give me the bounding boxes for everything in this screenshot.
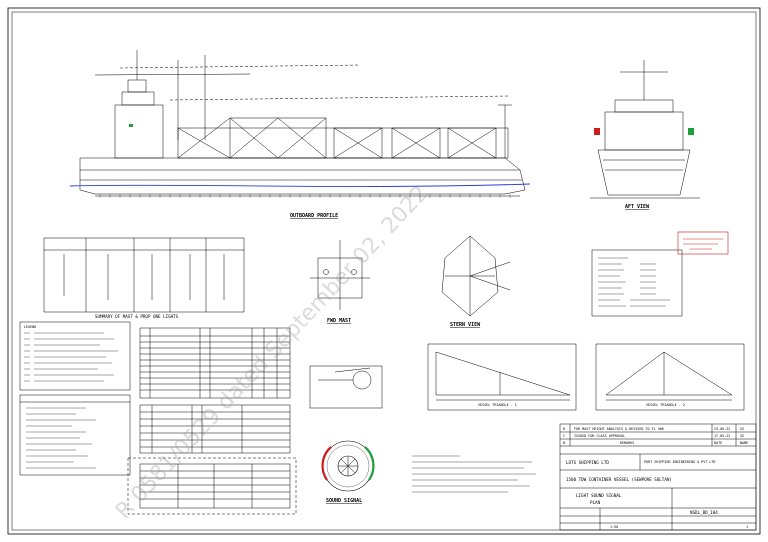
rev-d-by: SS xyxy=(740,427,744,431)
stern-view-caption: STERN VIEW xyxy=(450,322,481,328)
owner-name: LOTS SHIPPING LTD xyxy=(566,460,609,465)
fwd-mast xyxy=(310,240,370,310)
light-schedule-table xyxy=(139,327,291,399)
vessel-triangle-1-caption: VESSEL TRIANGLE - 1 xyxy=(478,403,517,407)
aft-view xyxy=(590,60,700,199)
waterline xyxy=(69,183,531,187)
drawing-scale: 1:50 xyxy=(610,525,618,529)
fwd-mast-caption: FWD MAST xyxy=(327,318,351,324)
vessel-triangle-2 xyxy=(595,343,745,411)
rev-b-date: DATE xyxy=(714,441,722,445)
outboard-profile-caption: OUTBOARD PROFILE xyxy=(290,213,338,219)
rev-c-by: SS xyxy=(740,434,744,438)
light-notes-lines xyxy=(598,257,670,307)
inner-border xyxy=(11,11,757,531)
aft-stbd-light xyxy=(688,128,694,135)
vessel-triangle-1 xyxy=(427,343,577,411)
project-name: 1500 TDW CONTAINER VESSEL (SEWPORE SULTA… xyxy=(566,477,672,482)
sound-table-a-lines xyxy=(26,407,96,469)
rev-c-text: ISSUED FOR CLASS APPROVAL xyxy=(574,434,625,438)
stamp-lines xyxy=(683,238,723,250)
light-notes-box xyxy=(591,249,683,317)
aft-view-caption: AFT VIEW xyxy=(625,204,650,210)
title-block xyxy=(559,423,757,531)
sheet-number: 1 xyxy=(746,525,748,529)
aft-port-light xyxy=(594,128,600,135)
rev-b-text: REMARKS xyxy=(620,441,634,445)
legend-box xyxy=(19,321,131,391)
vessel-triangle-2-caption: VESSEL TRIANGLE - 2 xyxy=(646,403,685,407)
rev-d-date: 23.05.22 xyxy=(714,427,730,431)
sound-table-a xyxy=(19,394,131,476)
drawing-title-1: LIGHT SOUND SIGNAL xyxy=(576,493,622,498)
stern-view xyxy=(441,235,511,317)
designer-name: PORT SHIPPING ENGINEERING & PVT LTD xyxy=(644,460,715,464)
rev-c-date: 17.05.22 xyxy=(714,434,730,438)
watermark: R 0581/0529 dated September 02, 2022 xyxy=(111,181,433,524)
sound-signal-caption: SOUND SIGNAL xyxy=(326,498,362,504)
legend-lines xyxy=(24,332,118,382)
shape-signal xyxy=(309,365,383,409)
sound-table-b xyxy=(139,404,291,454)
approval-stamp xyxy=(677,231,729,255)
blink-table-dashed xyxy=(127,457,297,515)
outer-border xyxy=(7,7,761,535)
general-notes xyxy=(412,455,536,493)
port-light-profile xyxy=(129,124,133,127)
rev-d: D xyxy=(563,427,565,431)
rev-b: B xyxy=(563,441,565,445)
drawing-title-2: PLAN xyxy=(590,500,601,505)
revision-rows: D FOR MAST HEIGHT ANALYSIS & REVISED TO … xyxy=(563,427,748,445)
frame-ticks xyxy=(99,194,511,198)
mast-lights-caption: SUMMARY OF MAST & PROP ONE LIGHTS xyxy=(95,314,179,319)
rev-d-text: FOR MAST HEIGHT ANALYSIS & REVISED TO FL… xyxy=(574,427,665,431)
outboard-profile xyxy=(79,50,526,197)
mast-lights-table xyxy=(43,237,245,313)
blink-table xyxy=(139,463,291,509)
sound-signal-rose xyxy=(321,440,375,492)
legend-title: LEGEND xyxy=(24,325,36,329)
drawing-number: NSDL_BD_104 xyxy=(690,510,718,515)
rev-b-by: NAME xyxy=(740,441,748,445)
rev-c: C xyxy=(563,434,565,438)
